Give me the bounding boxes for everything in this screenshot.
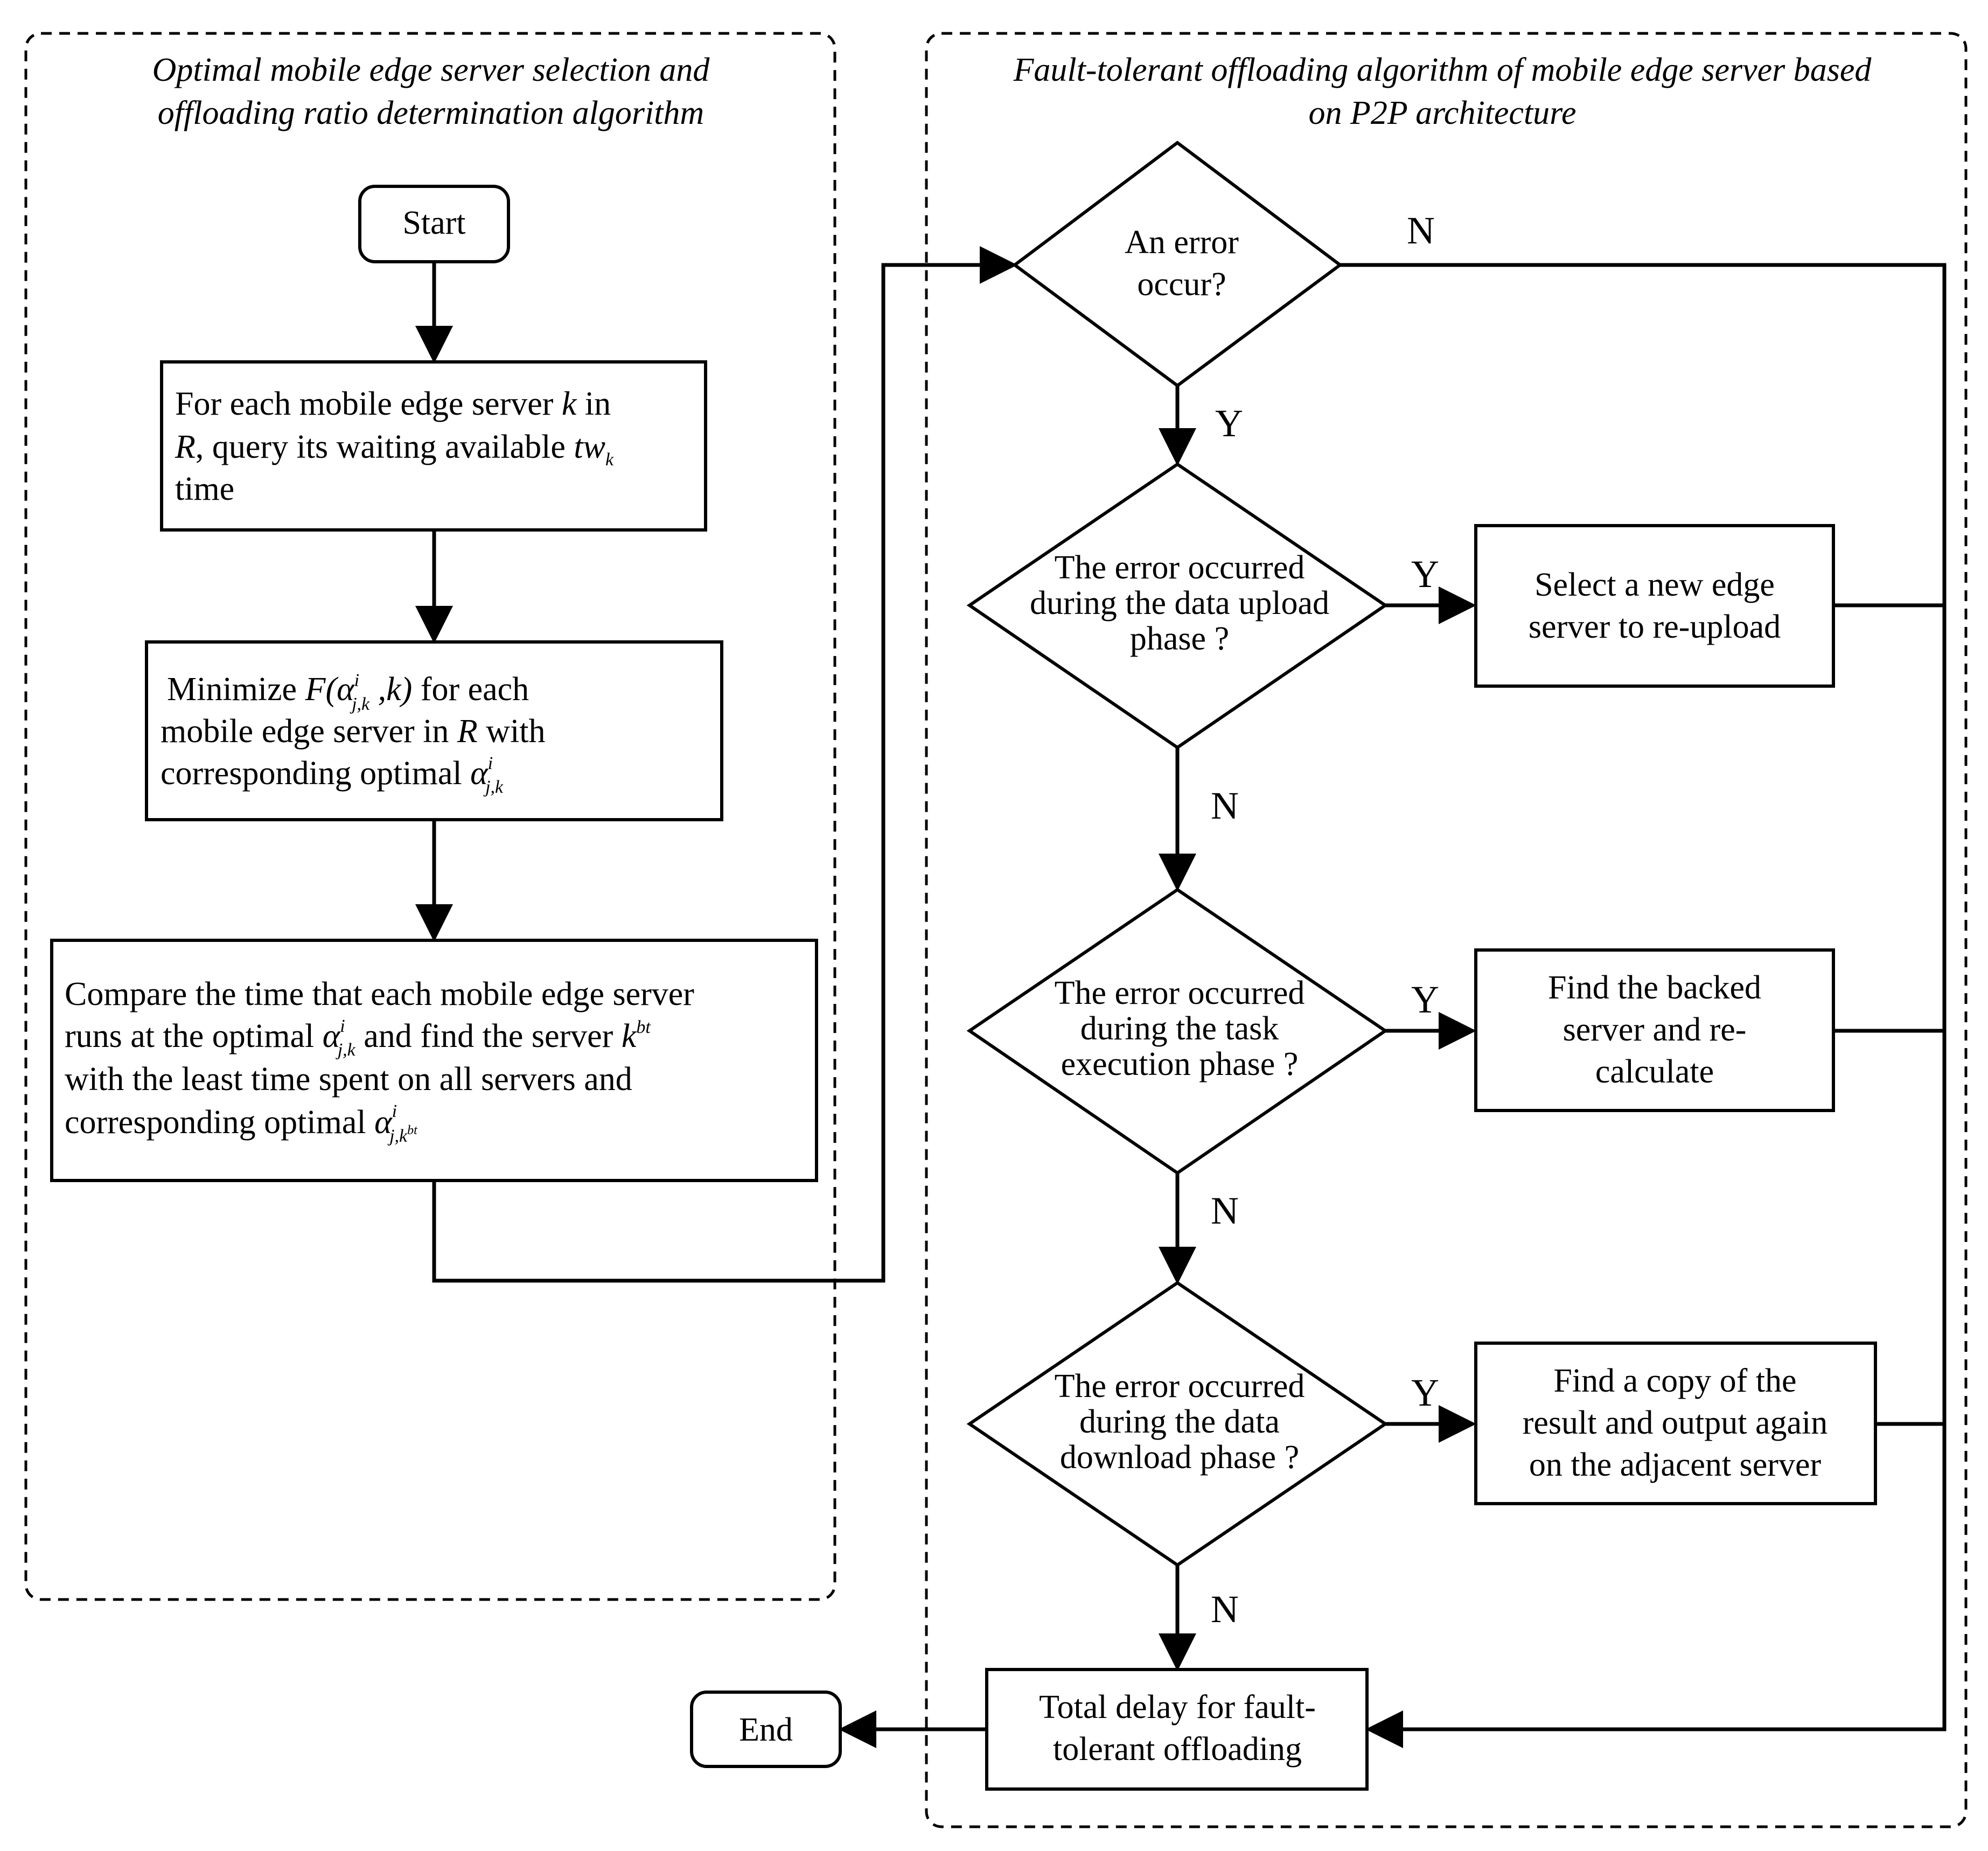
decision-upload-line3: phase ? (1130, 620, 1229, 657)
decision-error-occur-line1: An error (1125, 224, 1239, 261)
decision-upload-line2: during the data upload (1030, 585, 1329, 621)
decision-error-occur-line2: occur? (1137, 266, 1226, 303)
box-copy-result (1474, 1342, 1877, 1505)
right-panel-title-line1: Fault-tolerant offloading algorithm of m… (1013, 52, 1872, 88)
box-reupload (1474, 524, 1835, 688)
compare-text-line3: with the least time spent on all servers… (65, 1061, 632, 1098)
box-recalculate-line3: calculate (1595, 1053, 1714, 1090)
left-panel-title-line1: Optimal mobile edge server selection and (152, 52, 710, 88)
box-reupload-line1: Select a new edge (1534, 567, 1775, 603)
total-delay-line1: Total delay for fault- (1039, 1689, 1316, 1726)
box-reupload-line2: server to re-upload (1529, 609, 1781, 645)
label-n-d2: N (1211, 784, 1239, 827)
query-text-line2: R, query its waiting available twk (175, 429, 614, 470)
query-text-line3: time (175, 471, 234, 507)
query-text-line1: For each mobile edge server k in (175, 386, 611, 422)
decision-execution-line2: during the task (1080, 1010, 1279, 1047)
total-delay-box (985, 1668, 1369, 1791)
right-panel-title-line2: on P2P architecture (1308, 95, 1576, 131)
minimize-box (145, 640, 723, 821)
total-delay-line2: tolerant offloading (1053, 1731, 1302, 1768)
label-y-d4: Y (1411, 1371, 1439, 1414)
end-label: End (739, 1712, 793, 1748)
decision-execution-line3: execution phase ? (1061, 1046, 1299, 1082)
end-node (690, 1691, 842, 1768)
box-copy-line1: Find a copy of the (1553, 1363, 1796, 1399)
compare-box (50, 939, 818, 1182)
label-n-d4: N (1211, 1588, 1239, 1631)
label-y-d3: Y (1411, 978, 1439, 1021)
left-panel-title-line2: offloading ratio determination algorithm (158, 95, 704, 131)
decision-download-line3: download phase ? (1060, 1439, 1299, 1476)
decision-error-occur (1012, 141, 1343, 388)
label-y-d2: Y (1411, 553, 1439, 596)
box-recalculate-line2: server and re- (1563, 1011, 1747, 1048)
minimize-text-line2: mobile edge server in R with (161, 713, 546, 750)
compare-text-line1: Compare the time that each mobile edge s… (65, 976, 694, 1012)
label-n-d1: N (1407, 209, 1435, 252)
decision-download-line1: The error occurred (1055, 1368, 1305, 1405)
start-label: Start (402, 205, 465, 241)
box-recalculate-line1: Find the backed (1548, 969, 1761, 1006)
decision-download-line2: during the data (1079, 1403, 1280, 1440)
connector-no-error-bus (1340, 263, 1947, 1748)
connector-compare-to-decision (432, 246, 1017, 1283)
decision-execution-line1: The error occurred (1055, 975, 1305, 1011)
label-y-d1: Y (1215, 402, 1243, 445)
label-n-d3: N (1211, 1189, 1239, 1232)
box-copy-line3: on the adjacent server (1529, 1447, 1822, 1483)
decision-upload-line1: The error occurred (1055, 549, 1305, 586)
box-copy-line2: result and output again (1523, 1405, 1827, 1441)
right-panel (925, 32, 1968, 1828)
left-panel (24, 32, 836, 1601)
